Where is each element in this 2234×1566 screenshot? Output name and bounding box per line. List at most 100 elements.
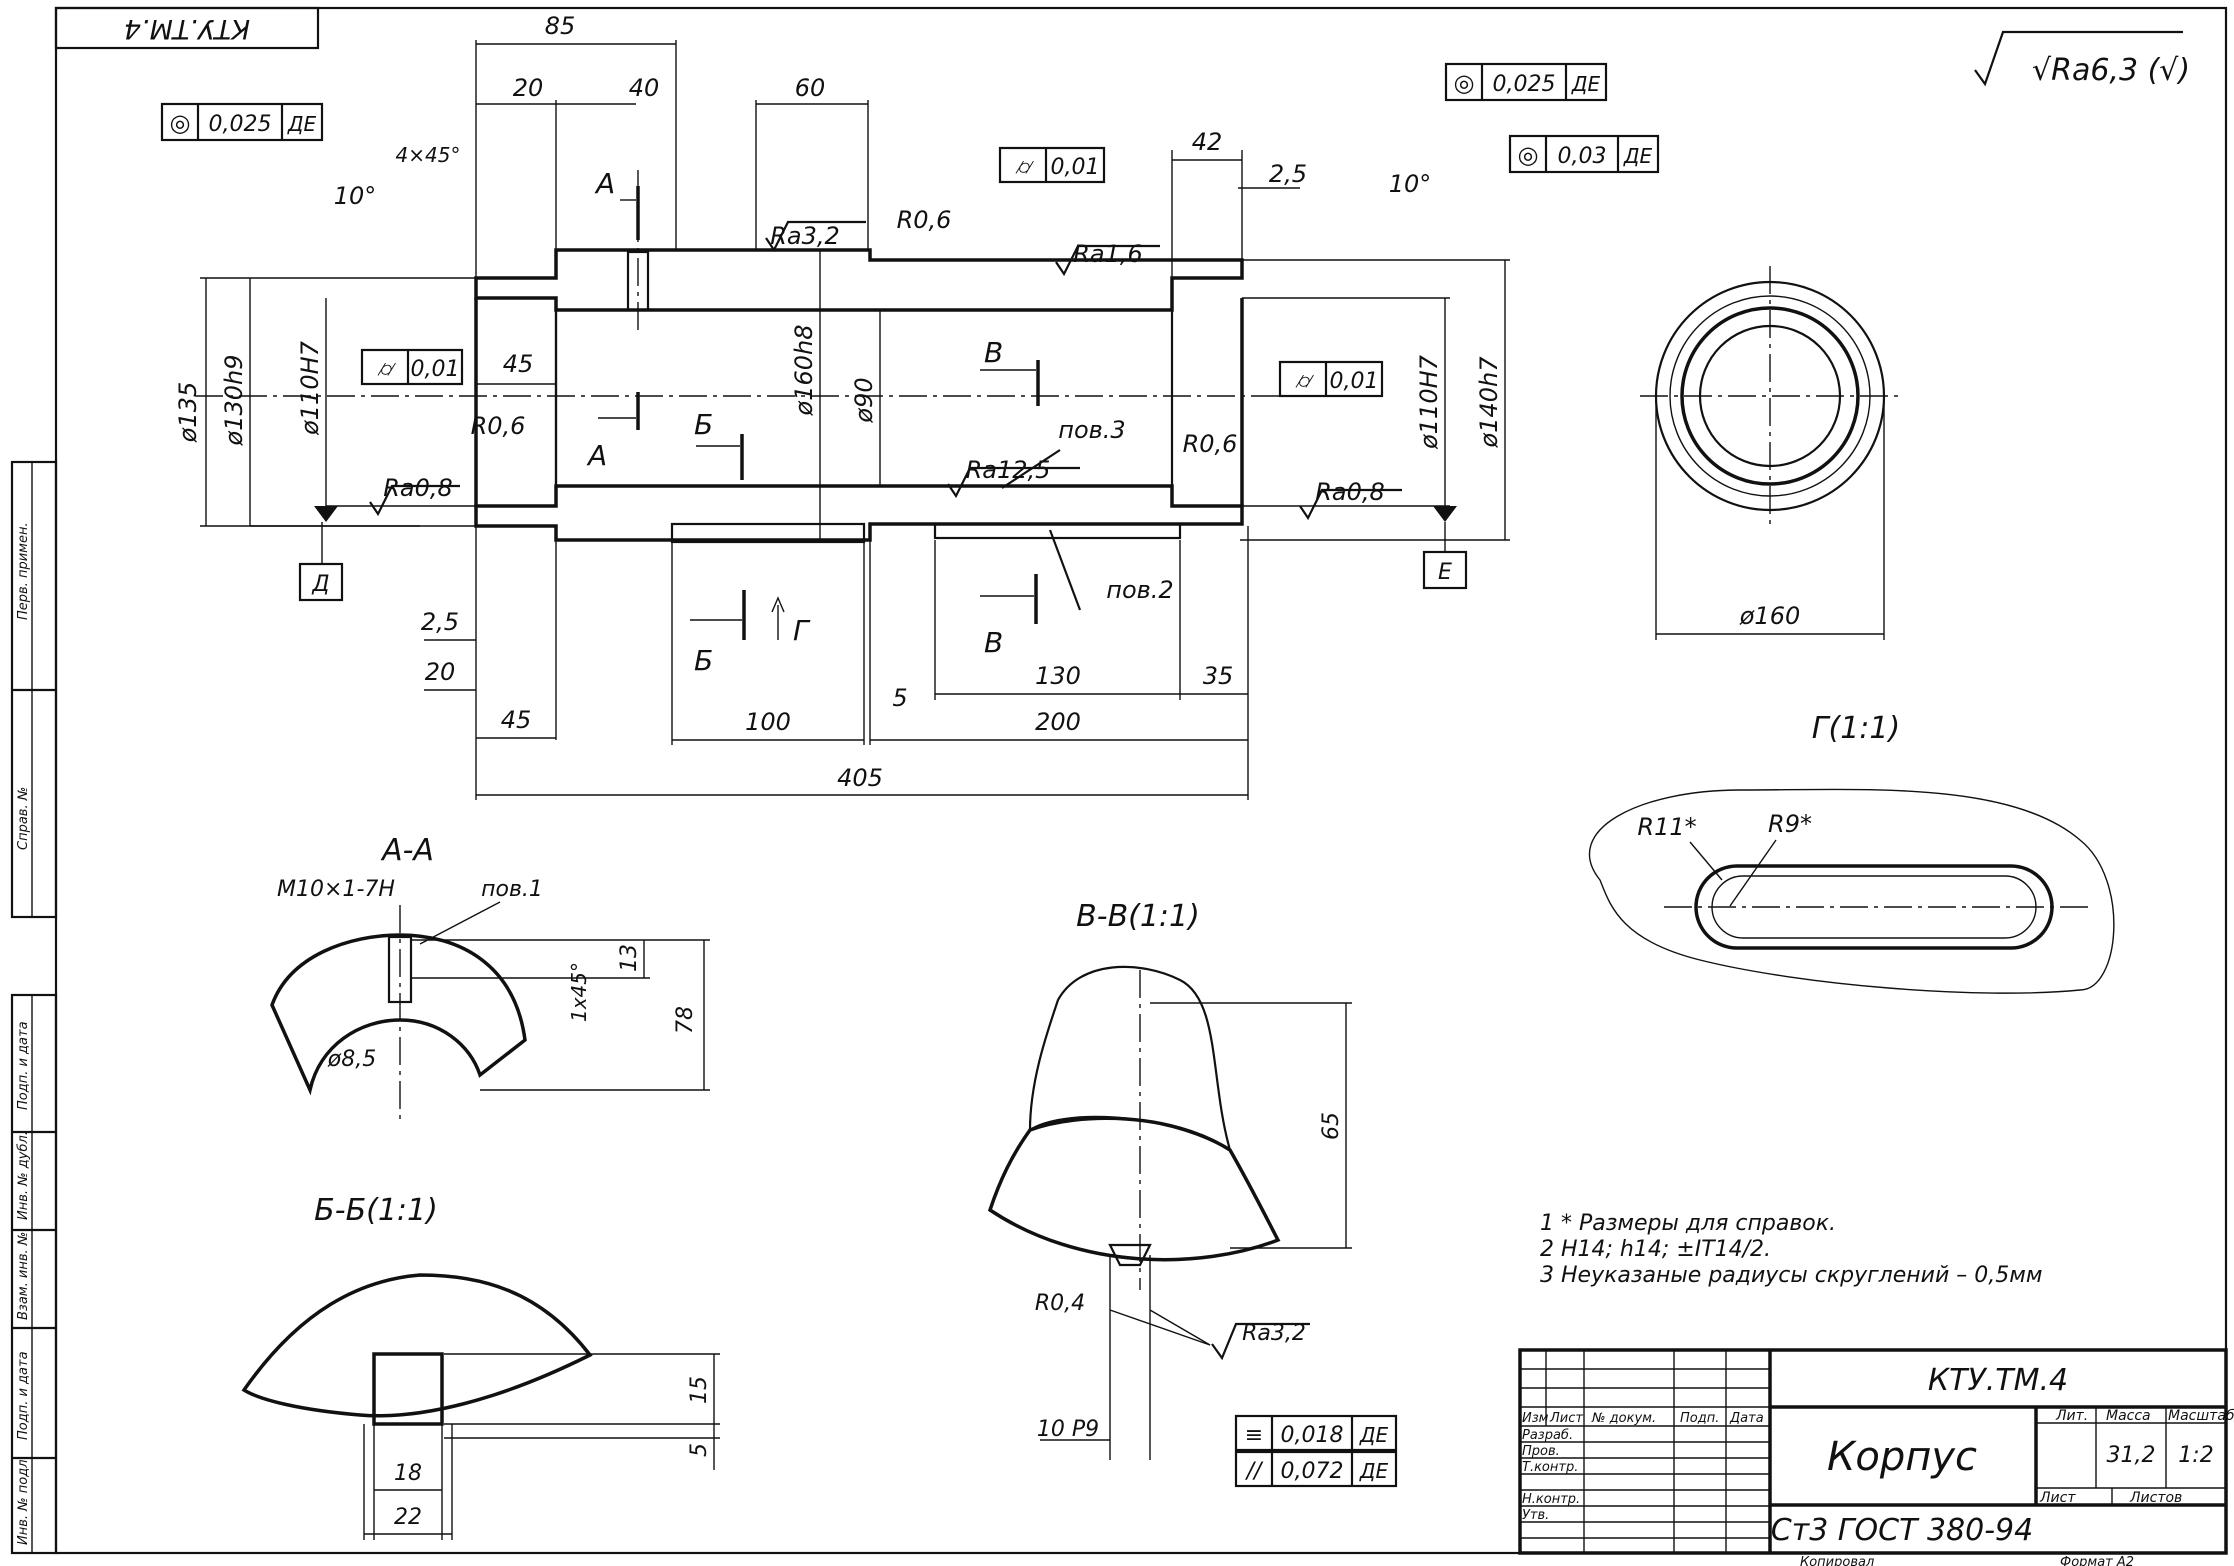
section-marker-A1: А	[594, 167, 615, 200]
tb-scale-h: Масштаб	[2168, 1408, 2234, 1424]
dim-85: 85	[545, 12, 576, 40]
rough-ra16: Ra1,6	[1073, 240, 1143, 268]
dim-dia90: ø90	[850, 377, 878, 423]
dim-dia135: ø135	[174, 382, 202, 444]
section-vv-d65: 65	[1319, 1112, 1344, 1140]
rough-ra125: Ra12,5	[966, 456, 1051, 484]
general-roughness: √Ra6,3 (√)	[2032, 53, 2190, 88]
dim-40: 40	[629, 74, 660, 102]
dim-2-5a: 2,5	[1269, 160, 1307, 188]
dim-dia110-right: ø110Н7	[1415, 354, 1443, 450]
main-view: А А Б Б Г В В	[160, 12, 1660, 800]
dim-130: 130	[1035, 662, 1081, 690]
tolerance-frame-cyl-top: ⌭ 0,01	[998, 146, 1106, 184]
section-marker-A2: А	[586, 439, 607, 472]
dim-100: 100	[745, 708, 791, 736]
dim-20a: 20	[513, 74, 544, 102]
surface-pov3: пов.3	[1058, 416, 1125, 444]
dim-dia140: ø140h7	[1475, 356, 1503, 449]
section-bb-title: Б-Б(1:1)	[314, 1193, 438, 1228]
side-stamp-4: Взам. инв. №	[16, 1232, 31, 1320]
tol-value-2: 0,03	[1558, 144, 1607, 169]
tol-base-2: ДЕ	[1623, 144, 1653, 168]
dim-35: 35	[1203, 662, 1234, 690]
tolerance-frame-top-right: ◎ 0,025 ДЕ	[1444, 62, 1608, 102]
tb-lit: Лит.	[2055, 1408, 2088, 1424]
tb-mass: 31,2	[2107, 1443, 2156, 1468]
tb-sheet: Лист	[2039, 1490, 2076, 1506]
view-g-title: Г(1:1)	[1812, 711, 1900, 746]
dim-r06a: R0,6	[471, 412, 526, 440]
dim-dia160: ø160h8	[790, 325, 818, 417]
tolerance-frame-cyl-right: ⌭ 0,01	[1278, 360, 1384, 398]
vv-tol1-symbol: ≡	[1245, 1423, 1263, 1448]
dim-angle-left: 10°	[334, 182, 377, 210]
top-stamp: КТУ.ТМ.4	[124, 13, 250, 44]
side-stamp-1: Справ. №	[16, 787, 31, 850]
dim-20b: 20	[425, 658, 456, 686]
section-marker-B1: Б	[694, 408, 713, 441]
tb-col-list: Лист	[1549, 1411, 1583, 1426]
tol-symbol-2: ◎	[1518, 141, 1539, 169]
tol-symbol-1: ◎	[1454, 69, 1475, 97]
section-aa-pov1: пов.1	[481, 877, 543, 902]
tol-symbol-0: ◎	[170, 109, 191, 137]
section-marker-G: Г	[793, 614, 811, 647]
section-bb-d18: 18	[394, 1461, 422, 1486]
dim-2-5b: 2,5	[421, 608, 459, 636]
dim-r06c: R0,6	[1183, 430, 1238, 458]
section-vv: В-В(1:1) 65 R0,4 Ra3,2 10 Р9 ≡ 0,018 ДЕ …	[987, 899, 1398, 1488]
dim-angle-right: 10°	[1389, 170, 1432, 198]
section-aa-chamfer: 1х45°	[567, 962, 591, 1022]
side-stamp-2: Подп. и дата	[16, 1021, 31, 1110]
tb-row-5: Утв.	[1522, 1508, 1549, 1523]
tb-row-2: Т.контр.	[1522, 1460, 1578, 1475]
section-vv-title: В-В(1:1)	[1076, 899, 1200, 934]
side-stamp-0: Перв. примен.	[16, 522, 31, 620]
dim-405: 405	[837, 764, 883, 792]
dim-dia110-left: ø110Н7	[296, 340, 324, 436]
section-bb-d5: 5	[687, 1443, 712, 1457]
tb-copied: Копировал	[1800, 1555, 1874, 1566]
dim-45a: 45	[503, 350, 534, 378]
end-view-dia: ø160	[1739, 602, 1801, 630]
section-vv-tol1: ≡ 0,018 ДЕ	[1234, 1414, 1398, 1452]
tol-symbol-3: ⌭	[1015, 155, 1034, 180]
vv-tol2-value: 0,072	[1281, 1459, 1344, 1484]
vv-tol1-base: ДЕ	[1359, 1423, 1389, 1447]
section-aa-thread: М10×1-7Н	[277, 877, 395, 902]
section-vv-r04: R0,4	[1035, 1291, 1085, 1316]
section-bb-d15: 15	[687, 1376, 712, 1404]
rough-ra08-right: Ra0,8	[1315, 478, 1385, 506]
tb-col-doc: № докум.	[1591, 1411, 1656, 1426]
tolerance-frame-cyl-left: ⌭ 0,01	[360, 348, 464, 386]
dim-5: 5	[892, 684, 907, 712]
tb-name: Корпус	[1827, 1434, 1977, 1480]
tol-value-0: 0,025	[209, 112, 272, 137]
section-marker-V2: В	[984, 626, 1003, 659]
note-3: 3 Неуказаные радиусы скруглений – 0,5мм	[1540, 1263, 2042, 1288]
tb-mass-h: Масса	[2106, 1408, 2151, 1424]
section-vv-ra32: Ra3,2	[1242, 1321, 1306, 1346]
section-bb-d22: 22	[394, 1505, 422, 1530]
rough-ra08-left: Ra0,8	[383, 474, 453, 502]
tolerance-frame-left: ◎ 0,025 ДЕ	[160, 102, 324, 142]
tol-base-1: ДЕ	[1571, 72, 1601, 96]
tol-value-5: 0,01	[1330, 369, 1379, 394]
surface-pov2: пов.2	[1106, 576, 1173, 604]
tol-value-3: 0,01	[1051, 155, 1100, 180]
dim-dia130: ø130h9	[220, 355, 248, 447]
side-stamp-3: Инв. № дубл.	[16, 1131, 31, 1220]
dim-r06b: R0,6	[897, 206, 952, 234]
dim-chamfer: 4×45°	[396, 143, 461, 167]
section-marker-B2: Б	[694, 644, 713, 677]
tol-symbol-4: ⌭	[377, 357, 396, 382]
note-2: 2 Н14; h14; ±IT14/2.	[1540, 1237, 1771, 1262]
tol-value-1: 0,025	[1493, 72, 1556, 97]
dim-42: 42	[1192, 128, 1223, 156]
section-vv-p9: 10 Р9	[1037, 1417, 1099, 1442]
view-g: Г(1:1) R11* R9*	[1588, 711, 2115, 994]
section-aa-d13: 13	[617, 944, 642, 972]
tb-scale: 1:2	[2178, 1443, 2213, 1468]
side-stamp-6: Инв. № подл.	[16, 1455, 31, 1545]
